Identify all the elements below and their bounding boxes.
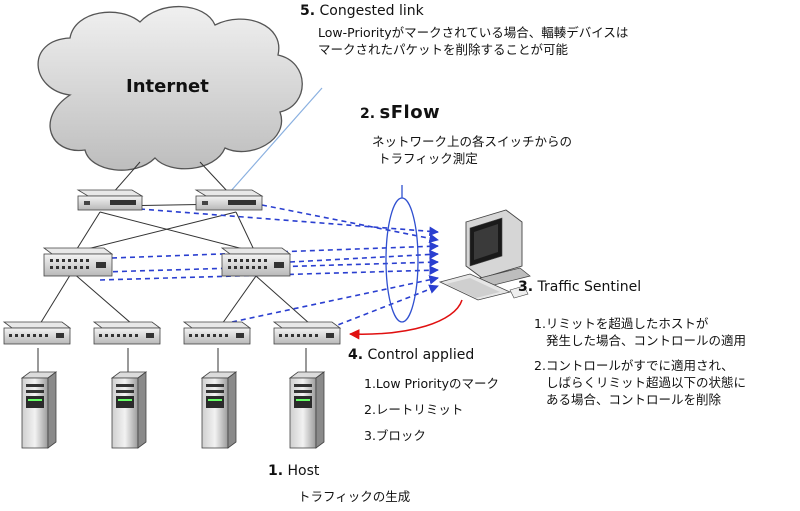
access-switch-1 (2, 321, 72, 345)
sflow-logo: sFlow (379, 102, 441, 123)
sflow-collection-ellipse (385, 197, 419, 323)
internet-cloud (37, 5, 303, 171)
traffic-sentinel-computer (438, 209, 531, 301)
step2-heading: 2. sFlow (360, 104, 440, 123)
aggregation-switch-left (42, 247, 114, 277)
step5-desc-line2: マークされたパケットを削除することが可能 (318, 42, 569, 57)
step4-item-1: 1.Low Priorityのマーク (364, 376, 500, 391)
access-switch-4 (272, 321, 342, 345)
step1-title: Host (287, 463, 320, 479)
step1-heading: 1. Host (268, 462, 319, 480)
step5-desc-line1: Low-Priorityがマークされている場合、輻輳デバイスは (318, 25, 629, 40)
step1-desc: トラフィックの生成 (298, 489, 411, 504)
host-server-2 (110, 371, 148, 449)
control-arrow (348, 299, 463, 340)
congested-link-line (229, 87, 323, 193)
step3-item2-line1: 2.コントロールがすでに適用され、 (534, 358, 734, 373)
aggregation-switch-right (220, 247, 292, 277)
core-switch-right (194, 189, 264, 211)
step4-title: Control applied (367, 347, 475, 363)
access-switch-2 (92, 321, 162, 345)
step5-title: Congested link (319, 3, 424, 19)
step3-item1-line1: 1.リミットを超過したホストが (534, 316, 709, 331)
step3-title: Traffic Sentinel (537, 279, 642, 295)
step1-number: 1. (268, 463, 284, 479)
step5-number: 5. (300, 3, 316, 19)
sflow-arrows (67, 204, 439, 329)
step3-heading: 3. Traffic Sentinel (518, 278, 641, 296)
step5-heading: 5. Congested link (300, 2, 424, 20)
step3-item2-line3: ある場合、コントロールを削除 (546, 392, 722, 407)
host-server-1 (20, 371, 58, 449)
step2-desc-line1: ネットワーク上の各スイッチからの (372, 134, 573, 149)
core-switch-left (76, 189, 144, 211)
step2-desc-line2: トラフィック測定 (378, 151, 478, 166)
step4-item-2: 2.レートリミット (364, 402, 464, 417)
host-server-4 (288, 371, 326, 449)
step4-item-3: 3.ブロック (364, 428, 426, 443)
step3-number: 3. (518, 279, 534, 295)
host-server-3 (200, 371, 238, 449)
step4-heading: 4. Control applied (348, 346, 474, 364)
access-switch-3 (182, 321, 252, 345)
step2-number: 2. (360, 106, 376, 122)
step4-number: 4. (348, 347, 364, 363)
step3-item1-line2: 発生した場合、コントロールの適用 (546, 333, 747, 348)
step3-item2-line2: しばらくリミット超過以下の状態に (546, 375, 747, 390)
internet-label: Internet (126, 76, 209, 97)
